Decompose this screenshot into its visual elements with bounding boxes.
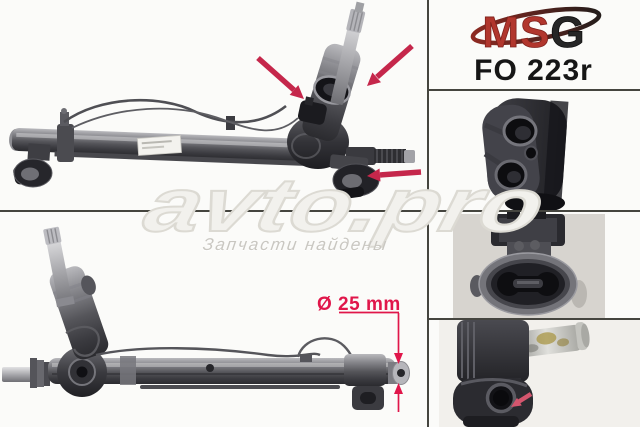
divider-between-details: [427, 318, 640, 320]
brand-logo: MSG: [427, 3, 640, 57]
rack-tube: [48, 354, 396, 389]
left-mount-bracket: [13, 143, 53, 188]
logo-swoosh: [470, 6, 601, 46]
pinion-boss: [57, 347, 107, 397]
input-shaft: [330, 1, 366, 105]
tie-rod-left: [2, 358, 50, 388]
dimension-label: Ø 25 mm: [317, 294, 401, 315]
part-number-label: FO 223r: [474, 54, 593, 87]
part-sticker: [136, 135, 182, 156]
diameter-dimension: Ø 25 mm: [317, 294, 403, 412]
pointer-arrow-icon: [367, 43, 414, 86]
pipe-clamp: [57, 108, 74, 162]
vertical-divider: [427, 0, 429, 427]
pointer-arrow-icon: [511, 392, 533, 407]
detail-photo-oval-connector: [453, 212, 605, 318]
end-fitting-block: [344, 354, 386, 410]
secondary-photo-steering-rack: Ø 25 mm: [2, 226, 410, 412]
horizontal-divider-middle: [0, 210, 640, 212]
divider-under-part-number: [427, 89, 640, 91]
main-photo-steering-rack: [9, 1, 422, 200]
right-mount-bracket: [329, 154, 380, 200]
pointer-arrow-icon: [256, 55, 304, 99]
hydraulic-pipes: [63, 98, 299, 132]
detail-photo-rack-end: [439, 320, 640, 427]
input-shaft: [43, 226, 75, 308]
logo-text: MSG: [482, 8, 585, 57]
threaded-rack-end: [346, 147, 415, 165]
rack-shaft-tip: [388, 361, 410, 385]
pointer-arrow-icon: [367, 168, 422, 182]
detail-photo-hydraulic-ports: [482, 98, 569, 210]
